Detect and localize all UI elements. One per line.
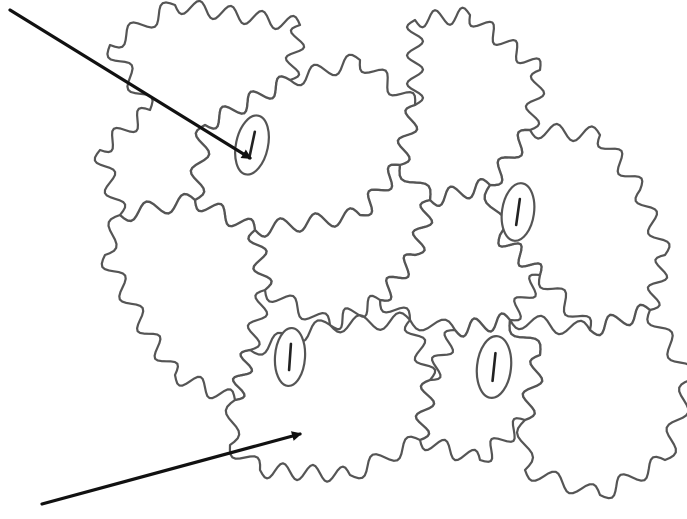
stoma-icon: [474, 334, 514, 399]
stoma-pointer-arrow: [10, 10, 250, 158]
stomatal-pore: [289, 344, 291, 370]
epidermal-cell: [398, 8, 544, 206]
epidermal-cell: [95, 1, 304, 221]
epidermal-cell: [248, 165, 432, 330]
epidermal-cell: [102, 194, 272, 400]
stoma-icon: [230, 112, 274, 177]
pointer-arrows: [10, 10, 300, 504]
stoma-icon: [498, 181, 538, 243]
stomata: [230, 112, 538, 399]
epidermal-cells: [95, 1, 687, 498]
cell-pointer-arrow: [42, 434, 300, 504]
stoma-icon: [273, 327, 307, 387]
epidermal-cell: [510, 305, 687, 498]
